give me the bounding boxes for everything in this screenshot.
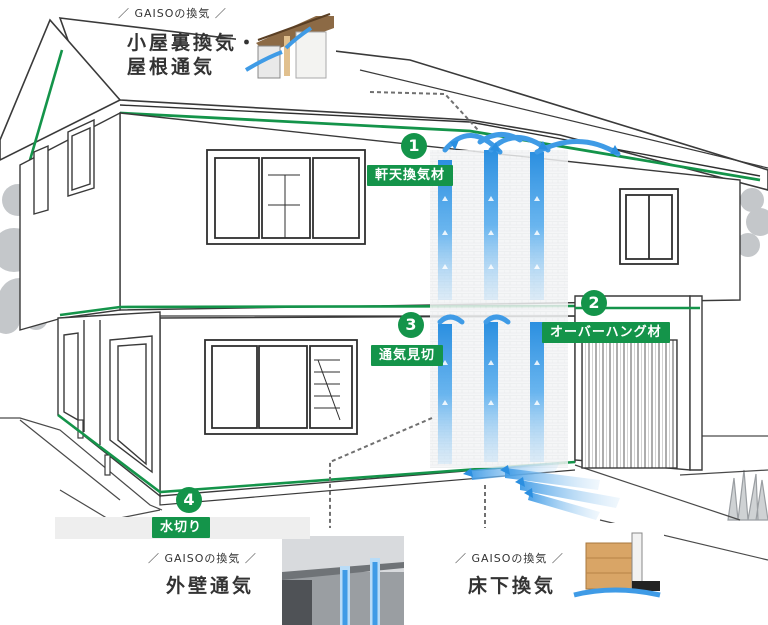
eave-vent-line <box>119 111 761 182</box>
part-4-number-badge: 4 <box>176 487 202 513</box>
airflow-arrows-small <box>442 196 540 405</box>
wall-caption-title: 外壁通気 <box>166 575 255 597</box>
part-2-label: オーバーハング材 <box>542 322 670 343</box>
part-1-number-badge: 1 <box>401 133 427 159</box>
floor-photo <box>573 523 664 603</box>
grass-right <box>727 469 768 521</box>
attic-caption-title-line1: 小屋裏換気・ <box>127 32 260 54</box>
upper-side-windows <box>33 118 95 215</box>
airflow-ground <box>470 462 620 520</box>
lower-side-doors <box>63 320 153 474</box>
part-4-label: 水切り <box>152 517 211 538</box>
upper-right-window <box>619 188 679 265</box>
attic-photo <box>236 8 336 80</box>
leader-lines <box>329 91 486 528</box>
tree-right <box>736 188 768 257</box>
lower-window <box>204 339 358 435</box>
wall-caption-sub: ／ GAISOの換気 ／ <box>148 552 257 565</box>
upper-window <box>206 149 366 245</box>
louver-fence <box>581 339 678 469</box>
footing-line <box>57 413 576 494</box>
floor-caption-title: 床下換気 <box>468 575 557 597</box>
attic-caption-title-line2: 屋根通気 <box>127 56 216 78</box>
part-1-label: 軒天換気材 <box>367 165 454 186</box>
floor-caption-sub: ／ GAISOの換気 ／ <box>455 552 564 565</box>
part-3-label: 通気見切 <box>371 345 444 366</box>
part-2-number-badge: 2 <box>581 290 607 316</box>
attic-caption-sub: ／ GAISOの換気 ／ <box>118 7 227 20</box>
wall-photo <box>282 536 404 625</box>
part-3-number-badge: 3 <box>398 312 424 338</box>
